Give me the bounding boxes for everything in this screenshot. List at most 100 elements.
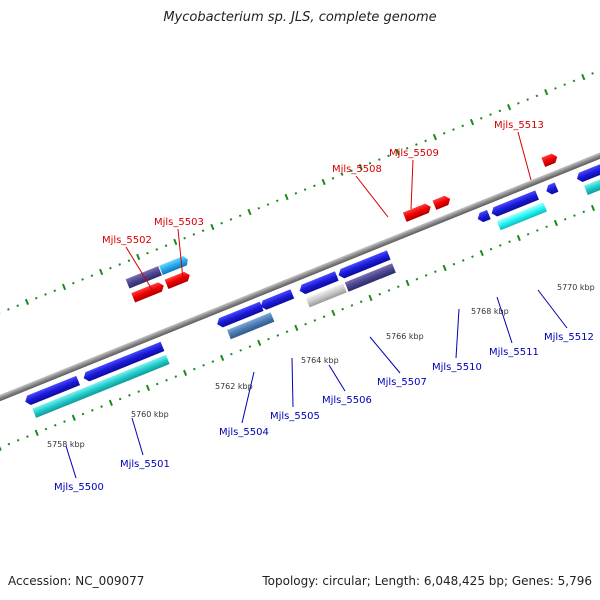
scale-tick (71, 414, 76, 421)
gene-mjls-5504[interactable] (215, 301, 264, 329)
scale-tick (368, 161, 372, 165)
scale-tick (415, 277, 419, 281)
scale-tick (350, 304, 354, 307)
gene-label[interactable]: Mjls_5512 (544, 332, 594, 343)
gene-mjls-5506-rna[interactable] (305, 283, 347, 308)
scale-tick (193, 367, 196, 371)
scale-tick (118, 263, 121, 266)
gene-mjls-5505[interactable] (259, 289, 295, 311)
gene-mjls-5501[interactable] (82, 341, 165, 383)
scale-tick (350, 169, 353, 173)
scale-tick (517, 102, 520, 105)
scale-tick (535, 94, 539, 98)
gene-label-leader (355, 175, 389, 218)
gene-label-leader (177, 228, 184, 280)
kbp-label: 5766 kbp (386, 332, 424, 341)
scale-tick (582, 210, 586, 214)
gene-label[interactable]: Mjls_5509 (389, 148, 439, 159)
gene-reverse-rna[interactable] (584, 171, 600, 196)
gene-label[interactable]: Mjls_5508 (332, 164, 382, 175)
scale-tick (581, 73, 586, 81)
scale-tick (358, 163, 363, 171)
scale-tick (544, 88, 549, 96)
gene-mjls-5512[interactable] (544, 182, 559, 196)
gene-reverse[interactable] (575, 158, 600, 183)
scale-tick (44, 293, 47, 296)
kbp-label: 5758 kbp (47, 440, 85, 449)
scale-tick (24, 298, 30, 306)
scale-tick (377, 158, 381, 161)
scale-tick (248, 345, 252, 348)
gene-mjls-5509[interactable] (432, 194, 453, 210)
gene-forward[interactable] (131, 281, 165, 303)
gene-mjls-5511[interactable] (490, 190, 539, 218)
scale-tick (469, 118, 475, 126)
gene-forward[interactable] (164, 270, 192, 289)
scale-tick (442, 264, 447, 272)
scale-tick (183, 236, 186, 240)
scale-tick (526, 232, 530, 236)
gene-label[interactable]: Mjls_5513 (494, 120, 544, 131)
gene-mjls-5510[interactable] (476, 209, 491, 224)
scale-tick (489, 113, 492, 116)
gene-label[interactable]: Mjls_5500 (54, 482, 104, 493)
scale-tick (536, 229, 539, 232)
gene-mjls-5500[interactable] (23, 375, 80, 407)
gene-label[interactable]: Mjls_5511 (489, 347, 539, 358)
scale-tick (183, 369, 188, 377)
scale-tick (91, 409, 94, 412)
scale-tick (285, 330, 289, 333)
gene-label[interactable]: Mjls_5503 (154, 217, 204, 228)
gene-mjls-5508[interactable] (402, 202, 433, 222)
scale-tick (155, 248, 159, 251)
scale-tick (34, 429, 39, 436)
scale-tick (498, 109, 502, 113)
scale-tick (498, 244, 502, 247)
gene-mjls-5506[interactable] (298, 271, 339, 295)
scale-tick (452, 262, 456, 266)
gene-label-leader (241, 371, 255, 424)
scale-tick (210, 223, 215, 231)
scale-tick (461, 124, 465, 128)
scale-tick (294, 191, 298, 195)
gene-mjls-5507-rna[interactable] (344, 263, 396, 292)
scale-tick (452, 128, 455, 131)
gene-mjls-5500-rna[interactable] (32, 354, 170, 418)
scale-tick (100, 405, 103, 408)
gene-label[interactable]: Mjls_5505 (270, 411, 320, 422)
scale-tick (16, 304, 19, 307)
scale-tick (26, 435, 29, 438)
scale-tick (294, 324, 299, 332)
gene-label[interactable]: Mjls_5501 (120, 459, 170, 470)
scale-tick (341, 307, 344, 311)
gene-label[interactable]: Mjls_5502 (102, 235, 152, 246)
gene-mjls-5503[interactable] (159, 255, 190, 276)
scale-tick (424, 274, 428, 277)
scale-tick (16, 438, 20, 442)
gene-label-leader (291, 357, 294, 408)
gene-label-leader (65, 445, 77, 479)
gene-label[interactable]: Mjls_5510 (432, 362, 482, 373)
scale-tick (591, 72, 594, 75)
scale-tick (165, 379, 168, 382)
gene-mjls-5513[interactable] (541, 152, 559, 167)
scale-tick (563, 83, 567, 86)
scale-tick (461, 259, 465, 262)
gene-mjls-5507[interactable] (337, 250, 391, 280)
scale-tick (239, 349, 242, 352)
scale-tick (201, 229, 205, 233)
scale-tick (211, 360, 215, 363)
scale-tick (516, 234, 521, 242)
gene-mjls-5502[interactable] (125, 266, 162, 289)
kbp-label: 5770 kbp (557, 283, 595, 292)
gene-label[interactable]: Mjls_5506 (322, 395, 372, 406)
scale-tick (572, 79, 576, 83)
gene-label[interactable]: Mjls_5504 (219, 427, 269, 438)
scale-tick (192, 233, 196, 236)
scale-tick (7, 442, 11, 446)
gene-label[interactable]: Mjls_5507 (377, 377, 427, 388)
gene-mjls-5504-rna[interactable] (227, 312, 275, 340)
scale-tick (238, 214, 242, 218)
gene-mjls-5511-rna[interactable] (496, 202, 547, 231)
